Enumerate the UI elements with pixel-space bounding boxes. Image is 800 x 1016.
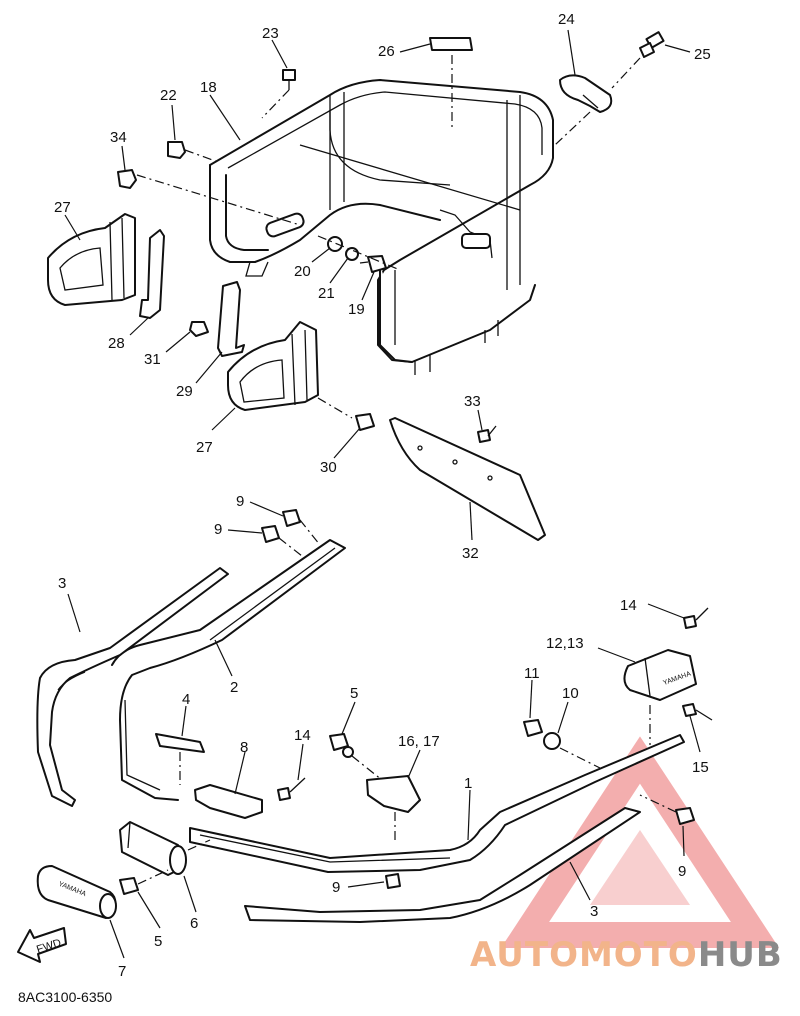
side-rail-3-lower (244, 807, 641, 923)
nut-34 (117, 169, 137, 189)
washer-10 (543, 732, 561, 750)
side-rail-2 (111, 539, 346, 801)
callout-25: 25 (694, 46, 711, 63)
bracket-16-17 (366, 775, 421, 813)
callout-23: 23 (262, 25, 279, 42)
watermark-text: AUTOMOTOHUB (470, 935, 783, 975)
bolt-9-second (261, 525, 303, 557)
callout-27-lower: 27 (196, 439, 213, 456)
callout-12-13: 12,13 (546, 635, 584, 652)
callout-labels: 23 26 24 25 18 22 34 27 28 31 29 27 20 2… (54, 11, 711, 980)
bolt-9-lower (385, 873, 401, 889)
bolt-9-right (675, 807, 695, 825)
callout-9-a: 9 (236, 493, 244, 510)
callout-5-upper: 5 (350, 685, 358, 702)
callout-9-c: 9 (678, 863, 686, 880)
diagram-code: 8AC3100-6350 (18, 989, 112, 1005)
callout-24: 24 (558, 11, 575, 28)
bolt-5-lower (119, 877, 139, 895)
callout-2: 2 (230, 679, 238, 696)
bracket-29 (217, 281, 245, 357)
callout-28: 28 (108, 335, 125, 352)
callout-9-d: 9 (332, 879, 340, 896)
screw-33 (477, 425, 497, 443)
rear-carrier-rack (209, 79, 554, 375)
side-cover-lower (227, 321, 319, 411)
callout-11: 11 (524, 665, 540, 682)
screw-14-upper (683, 607, 709, 629)
bracket-6 (119, 821, 179, 876)
callout-4: 4 (182, 691, 190, 708)
bracket-8 (194, 784, 263, 819)
callout-8: 8 (240, 739, 248, 756)
spacer-plate-4 (155, 733, 205, 753)
side-rail-1 (189, 734, 685, 873)
callout-19: 19 (348, 301, 365, 318)
bolt-23 (282, 69, 296, 90)
watermark-part1: AUTOMOTO (470, 935, 698, 975)
callout-21: 21 (318, 285, 335, 302)
callout-18: 18 (200, 79, 217, 96)
label-plate (429, 37, 473, 51)
collar-22 (167, 141, 186, 159)
callout-7: 7 (118, 963, 126, 980)
callout-10: 10 (562, 685, 579, 702)
callout-32: 32 (462, 545, 479, 562)
side-rail-3 (36, 567, 229, 807)
callout-5-lower: 5 (154, 933, 162, 950)
callout-27-upper: 27 (54, 199, 71, 216)
callout-26: 26 (378, 43, 395, 60)
nut-31 (189, 321, 209, 337)
bolt-5-upper (329, 733, 354, 758)
grip-7: YAMAHA (36, 865, 117, 919)
bolt-9-top (282, 509, 321, 546)
callout-34: 34 (110, 129, 127, 146)
callout-3-lower: 3 (590, 903, 598, 920)
clamp-12-13: YAMAHA (623, 649, 697, 701)
screw-14-lower (277, 777, 306, 801)
forward-arrow: FWD (17, 927, 67, 963)
bolt-30 (355, 413, 375, 431)
callout-31: 31 (144, 351, 161, 368)
callout-15: 15 (692, 759, 709, 776)
watermark-part2: HUB (698, 935, 783, 975)
mud-flap (389, 417, 546, 541)
rack-bracket (559, 74, 613, 113)
callout-9-b: 9 (214, 521, 222, 538)
callout-3-upper: 3 (58, 575, 66, 592)
svg-text:AUTOMOTOHUB: AUTOMOTOHUB (470, 935, 783, 975)
screw-15 (682, 703, 713, 721)
bolt-25 (639, 31, 665, 58)
bolt-19 (359, 255, 387, 273)
callout-33: 33 (464, 393, 481, 410)
callout-22: 22 (160, 87, 177, 104)
callout-6: 6 (190, 915, 198, 932)
callout-20: 20 (294, 263, 311, 280)
callout-30: 30 (320, 459, 337, 476)
bracket-28 (139, 229, 165, 319)
callout-16-17: 16, 17 (398, 733, 440, 750)
nut-11 (523, 719, 543, 737)
callout-1: 1 (464, 775, 472, 792)
callout-29: 29 (176, 383, 193, 400)
callout-14-upper: 14 (620, 597, 637, 614)
washer-20 (327, 236, 343, 252)
callout-14-lower: 14 (294, 727, 311, 744)
leader-lines (64, 29, 701, 959)
side-cover-upper (47, 213, 136, 306)
